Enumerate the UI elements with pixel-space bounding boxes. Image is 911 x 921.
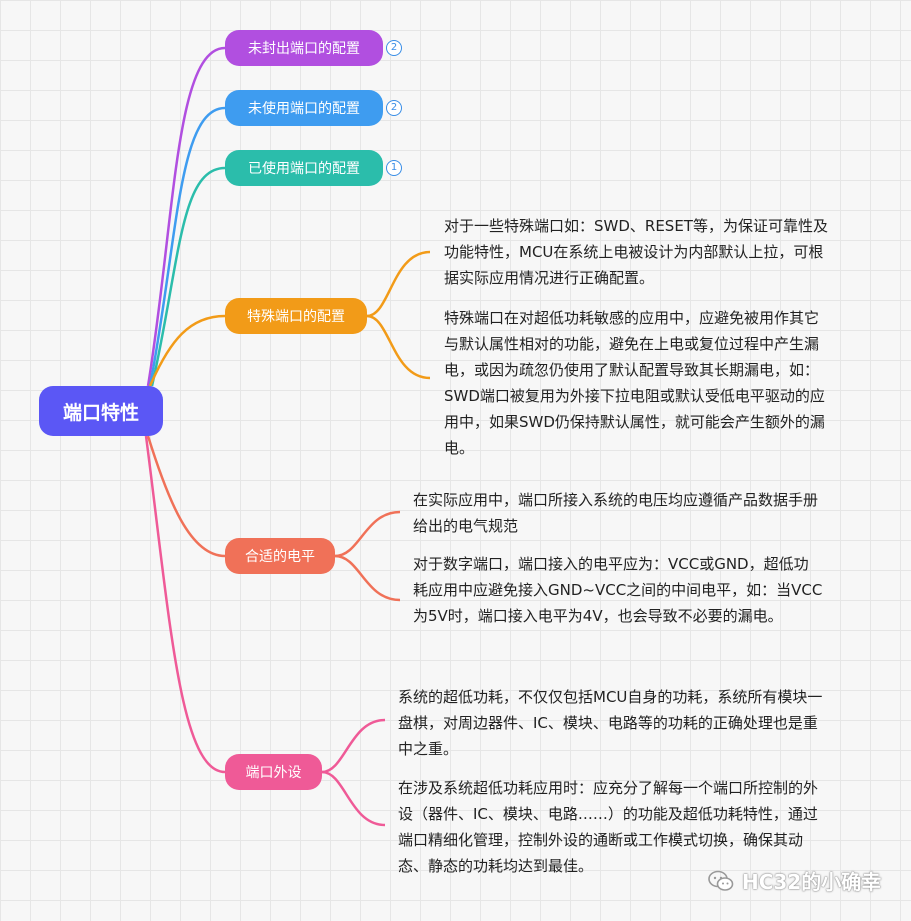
root-node[interactable]: 端口特性 <box>39 386 163 436</box>
branch-proper-level[interactable]: 合适的电平 <box>225 538 335 574</box>
collapsed-count-badge[interactable]: 2 <box>386 100 402 116</box>
proper-level-paragraph-2: 对于数字端口，端口接入的电平应为：VCC或GND，超低功耗应用中应避免接入GND… <box>413 555 823 625</box>
watermark: HC32的小确幸 <box>708 866 881 895</box>
watermark-text: HC32的小确幸 <box>742 870 882 894</box>
port-peripherals-paragraph-1: 系统的超低功耗，不仅仅包括MCU自身的功耗，系统所有模块一盘棋，对周边器件、IC… <box>398 688 823 758</box>
collapsed-count-badge[interactable]: 1 <box>386 160 402 176</box>
branch-unsealed-ports[interactable]: 未封出端口的配置 <box>225 30 383 66</box>
collapsed-count-badge[interactable]: 2 <box>386 40 402 56</box>
proper-level-paragraph-1: 在实际应用中，端口所接入系统的电压均应遵循产品数据手册给出的电气规范 <box>413 491 819 535</box>
port-peripherals-paragraph-2: 在涉及系统超低功耗应用时：应充分了解每一个端口所控制的外设（器件、IC、模块、电… <box>398 779 819 875</box>
special-ports-paragraph-1: 对于一些特殊端口如：SWD、RESET等，为保证可靠性及功能特性，MCU在系统上… <box>444 217 828 287</box>
branch-used-ports[interactable]: 已使用端口的配置 <box>225 150 383 186</box>
wechat-icon <box>708 870 734 891</box>
branch-port-peripherals[interactable]: 端口外设 <box>225 754 322 790</box>
branch-unused-ports[interactable]: 未使用端口的配置 <box>225 90 383 126</box>
branch-special-ports[interactable]: 特殊端口的配置 <box>225 298 367 334</box>
special-ports-paragraph-2: 特殊端口在对超低功耗敏感的应用中，应避免被用作其它与默认属性相对的功能，避免在上… <box>444 309 825 457</box>
